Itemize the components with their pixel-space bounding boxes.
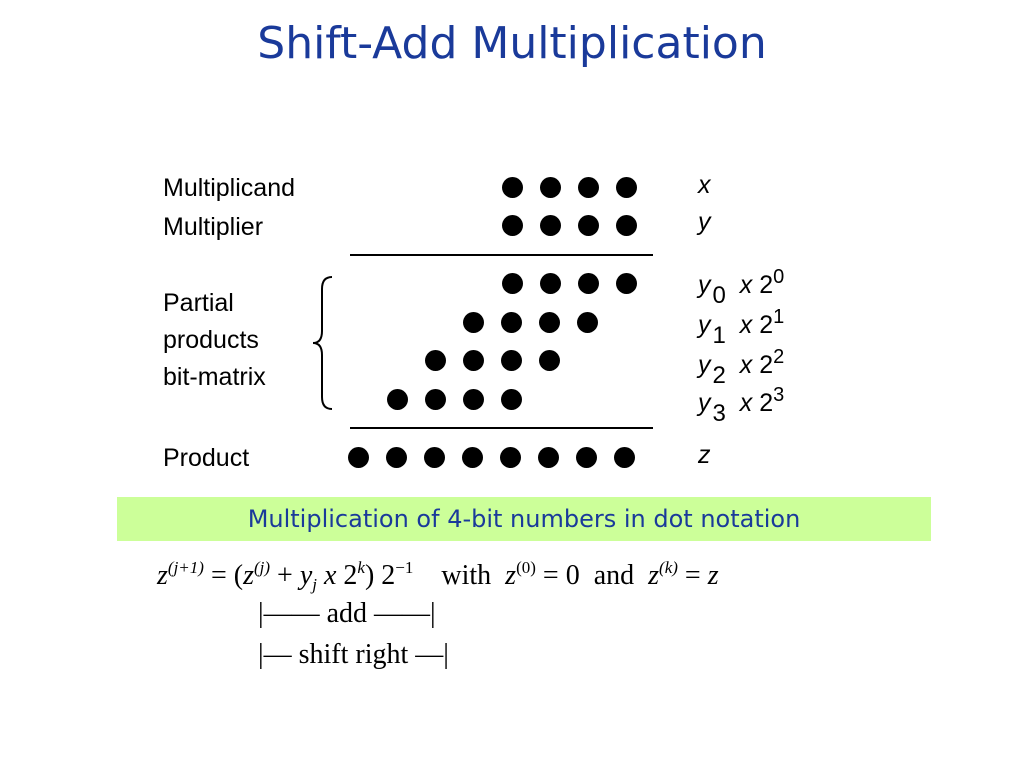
partial-products-label-line2: products — [163, 326, 259, 354]
product-label: Product — [163, 444, 250, 472]
product-dot — [538, 447, 559, 468]
divider-line-bottom — [350, 427, 653, 429]
product-dot — [424, 447, 445, 468]
product-dot — [348, 447, 369, 468]
partial-product-dot — [540, 273, 561, 294]
term-z: z — [698, 441, 711, 469]
term-partial-2: y2 x 22 — [698, 346, 785, 389]
multiplicand-dot — [578, 177, 599, 198]
multiplier-dot — [540, 215, 561, 236]
multiplier-label: Multiplier — [163, 213, 264, 241]
multiplicand-dot — [540, 177, 561, 198]
shift-right-bracket-annotation: |— shift right —| — [258, 639, 449, 670]
partial-product-dot — [577, 312, 598, 333]
partial-products-label-line3: bit-matrix — [163, 363, 266, 391]
term-partial-1: y1 x 21 — [698, 306, 785, 349]
partial-product-dot — [463, 350, 484, 371]
partial-products-label-line1: Partial — [163, 289, 234, 317]
product-dot — [614, 447, 635, 468]
term-y: y — [698, 208, 711, 236]
product-dot — [462, 447, 483, 468]
product-dot — [576, 447, 597, 468]
term-x: x — [698, 171, 711, 199]
partial-product-dot — [463, 389, 484, 410]
partial-product-dot — [463, 312, 484, 333]
multiplicand-dot — [616, 177, 637, 198]
partial-product-dot — [425, 350, 446, 371]
partial-product-dot — [501, 350, 522, 371]
caption-bar: Multiplication of 4-bit numbers in dot n… — [117, 497, 931, 541]
add-bracket-annotation: |—— add ——| — [258, 598, 436, 629]
partial-product-dot — [501, 389, 522, 410]
partial-product-dot — [539, 350, 560, 371]
multiplicand-label: Multiplicand — [163, 174, 296, 202]
partial-product-dot — [501, 312, 522, 333]
partial-product-dot — [616, 273, 637, 294]
recurrence-formula: z(j+1) = (z(j) + yj x 2k) 2−1 with z(0) … — [157, 558, 719, 594]
partial-product-dot — [425, 389, 446, 410]
term-partial-3: y3 x 23 — [698, 384, 785, 427]
multiplicand-dot — [502, 177, 523, 198]
multiplier-dot — [502, 215, 523, 236]
term-partial-0: y0 x 20 — [698, 266, 785, 309]
product-dot — [500, 447, 521, 468]
slide-title: Shift-Add Multiplication — [257, 18, 767, 69]
divider-line-top — [350, 254, 653, 256]
partial-product-dot — [539, 312, 560, 333]
partial-products-brace — [312, 276, 333, 410]
partial-product-dot — [502, 273, 523, 294]
partial-product-dot — [578, 273, 599, 294]
multiplier-dot — [578, 215, 599, 236]
partial-product-dot — [387, 389, 408, 410]
product-dot — [386, 447, 407, 468]
multiplier-dot — [616, 215, 637, 236]
